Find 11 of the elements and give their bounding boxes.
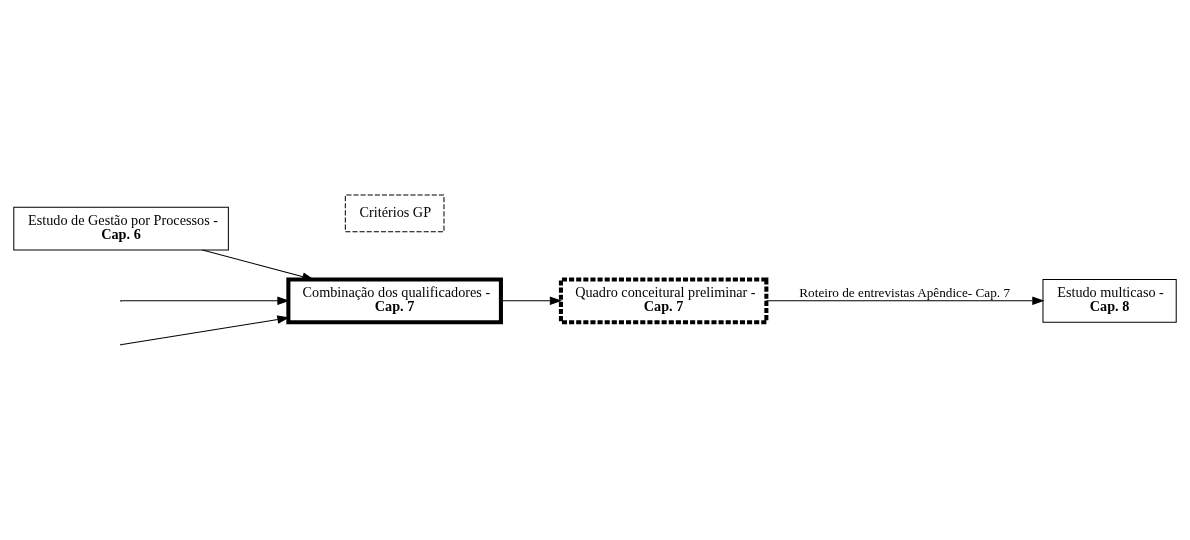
node-box: Combinação dos qualificadores - Cap. 7 bbox=[286, 277, 503, 325]
edge-label: Roteiro de entrevistas Apêndice- Cap. 7 bbox=[799, 285, 1011, 301]
arrow bbox=[121, 315, 290, 346]
node-box: Estudo de Gestão por Processos - Cap. 6 bbox=[13, 206, 229, 251]
node-box: Critérios GP bbox=[344, 194, 445, 233]
arrow bbox=[500, 296, 563, 306]
arrow bbox=[201, 249, 315, 281]
arrow bbox=[121, 296, 290, 306]
node-box: Quadro conceitural preliminar - Cap. 7 bbox=[558, 277, 769, 325]
arrow bbox=[766, 296, 1045, 306]
node-box: Estudo multicaso - Cap. 8 bbox=[1042, 278, 1177, 323]
